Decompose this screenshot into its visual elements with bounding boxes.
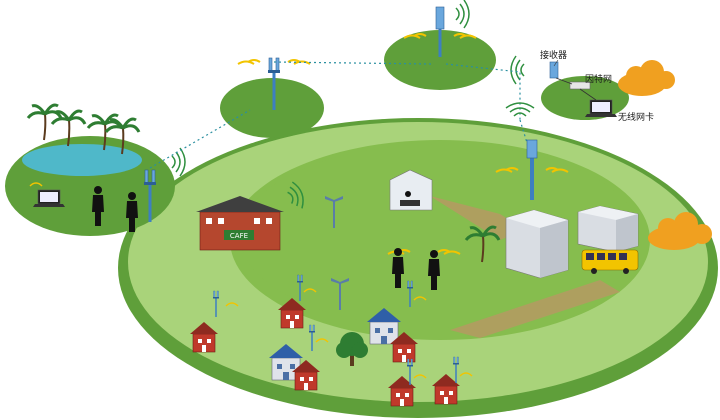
relay-island-1 [220,57,324,138]
antenna-icon [526,139,538,200]
receiver-label: 接收器 [540,49,567,61]
relay-island-2 [384,0,496,90]
bus-icon [581,249,639,274]
palm-tree-icon [26,103,63,142]
receiver-icon [549,61,559,79]
wifi-signal-icon [455,0,470,29]
cafe-building-icon: CAFE [196,196,284,251]
receiver-island [510,55,629,120]
laptop-icon [33,189,65,207]
building-icon [505,209,569,279]
office-pavilion [389,169,433,211]
cafe-sign: CAFE [230,232,248,240]
internet-label: 因特网 [585,73,612,85]
pond [22,144,142,176]
wifi-signal-icon [171,147,186,177]
cloud-icon [618,60,675,96]
wireless-card-label: 无线网卡 [618,111,654,123]
tree-icon [336,332,368,366]
wifi-signal-icon [510,55,525,85]
laptop-icon [585,99,617,117]
antenna-icon [435,6,445,57]
left-island [5,103,186,236]
wireless-links [149,61,529,169]
cloud-icon [648,212,712,250]
wifi-signal-icon [29,182,473,379]
building-icon [577,205,639,253]
